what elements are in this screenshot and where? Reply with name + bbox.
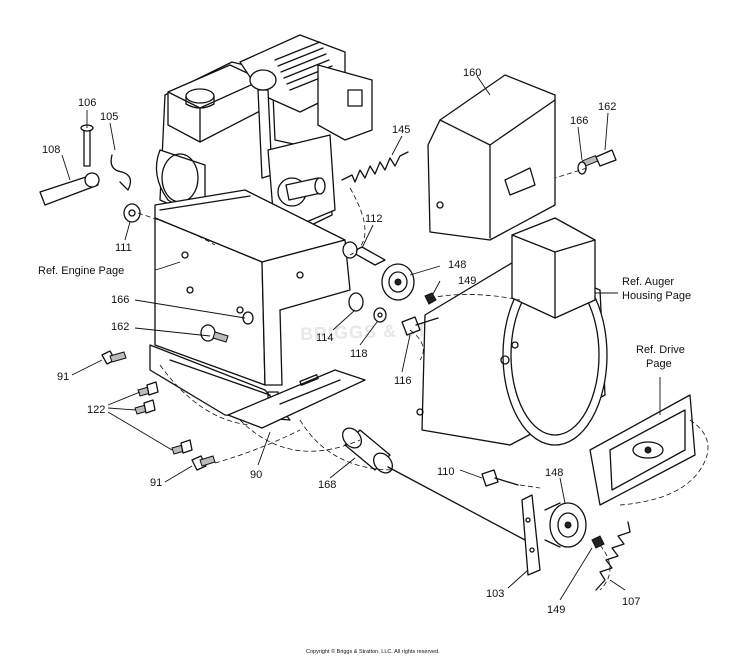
callout-122: 122 bbox=[87, 404, 105, 416]
lever-108 bbox=[39, 172, 100, 206]
frame-bottom-plate bbox=[227, 369, 366, 429]
callout-103: 103 bbox=[486, 588, 504, 600]
callout-148-upper: 148 bbox=[448, 259, 466, 271]
callout-162-mid: 162 bbox=[111, 321, 129, 333]
nut-149-lower bbox=[591, 535, 605, 549]
auger-housing bbox=[416, 217, 608, 446]
callout-labels: 106 105 108 111 160 145 162 166 112 148 … bbox=[42, 67, 640, 616]
callout-160: 160 bbox=[463, 67, 481, 79]
drive-plate bbox=[589, 394, 696, 506]
callout-110: 110 bbox=[437, 466, 455, 478]
callout-166-top: 166 bbox=[570, 115, 588, 127]
pulley-148-lower bbox=[544, 502, 587, 548]
ref-auger-line1: Ref. Auger bbox=[622, 276, 674, 288]
ref-engine-page: Ref. Engine Page bbox=[38, 265, 124, 277]
bolt-110 bbox=[481, 469, 519, 487]
bolt-91-lower bbox=[191, 455, 216, 471]
nut-149-upper bbox=[424, 292, 437, 305]
bolt-162-top bbox=[581, 149, 617, 168]
callout-90: 90 bbox=[250, 469, 262, 481]
callout-166-mid: 166 bbox=[111, 294, 129, 306]
callout-149-lower: 149 bbox=[547, 604, 565, 616]
washer-111 bbox=[123, 203, 141, 223]
callout-105: 105 bbox=[100, 111, 118, 123]
callout-118: 118 bbox=[350, 348, 368, 360]
pin-106 bbox=[80, 124, 94, 167]
callout-112: 112 bbox=[365, 213, 383, 225]
spacer-114 bbox=[348, 292, 364, 312]
callout-91-upper: 91 bbox=[57, 371, 69, 383]
washer-118 bbox=[373, 307, 387, 323]
pulley-148-upper bbox=[342, 241, 415, 301]
copyright-notice: Copyright © Briggs & Stratton, LLC. All … bbox=[306, 648, 440, 655]
washer-166-top bbox=[577, 161, 587, 175]
bolt-91-upper bbox=[101, 350, 127, 365]
callout-168: 168 bbox=[318, 479, 336, 491]
spring-145 bbox=[341, 151, 409, 183]
bolt-116 bbox=[401, 316, 439, 336]
callout-108: 108 bbox=[42, 144, 60, 156]
ref-drive-line2: Page bbox=[646, 358, 672, 370]
callout-145: 145 bbox=[392, 124, 410, 136]
roller-168 bbox=[341, 427, 394, 474]
callout-111: 111 bbox=[115, 242, 132, 254]
spring-107 bbox=[595, 521, 631, 591]
bracket-103 bbox=[521, 494, 541, 576]
callout-116: 116 bbox=[394, 375, 412, 387]
ref-auger-line2: Housing Page bbox=[622, 290, 691, 302]
leader-lines bbox=[61, 75, 661, 601]
callout-91-lower: 91 bbox=[150, 477, 162, 489]
callout-148-lower: 148 bbox=[545, 467, 563, 479]
assembly-paths bbox=[137, 167, 709, 591]
bolt-162-mid bbox=[200, 324, 229, 343]
callout-149-upper: 149 bbox=[458, 275, 476, 287]
chute-cover bbox=[427, 74, 556, 241]
bolts-122 bbox=[134, 381, 193, 455]
callout-106: 106 bbox=[78, 97, 96, 109]
ref-drive-line1: Ref. Drive bbox=[636, 344, 685, 356]
reference-labels: Ref. Engine Page Ref. Auger Housing Page… bbox=[38, 265, 691, 370]
callout-107: 107 bbox=[622, 596, 640, 608]
frame-housing bbox=[149, 217, 351, 421]
idler-rod bbox=[387, 466, 526, 541]
hairpin-105 bbox=[110, 154, 132, 191]
callout-114: 114 bbox=[316, 332, 334, 344]
callout-162-top: 162 bbox=[598, 101, 616, 113]
